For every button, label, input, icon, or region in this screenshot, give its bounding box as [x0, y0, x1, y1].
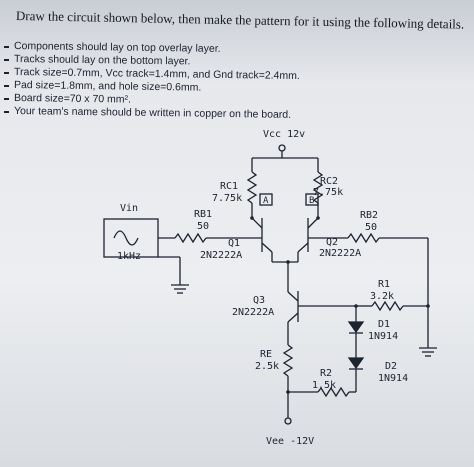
d2-part: 1N914 — [378, 373, 408, 384]
r1-resistor — [371, 300, 404, 312]
r2-resistor — [317, 386, 350, 398]
re-value: 2.5k — [255, 361, 279, 372]
source-frequency: 1kHz — [117, 251, 141, 262]
vee-terminal — [284, 417, 292, 425]
rb2-resistor — [347, 232, 380, 244]
r2-name: R2 — [320, 368, 332, 379]
rb1-value: 50 — [197, 221, 209, 232]
r2-value: 1.5k — [312, 380, 336, 391]
d1-diode — [347, 321, 365, 334]
bullet-dash — [4, 85, 9, 87]
bullet-dash — [4, 72, 9, 74]
d2-name: D2 — [385, 361, 397, 372]
rb2-value: 50 — [365, 222, 377, 233]
r1-name: R1 — [378, 279, 390, 290]
rb1-name: RB1 — [194, 209, 212, 220]
sine-icon — [113, 230, 139, 246]
probe-b-box — [305, 193, 319, 206]
q3-part: 2N2222A — [232, 307, 274, 318]
rc1-name: RC1 — [220, 181, 238, 192]
vcc-terminal — [278, 144, 286, 152]
bullet-dash — [4, 46, 9, 48]
rc2-name: RC2 — [320, 176, 338, 187]
q2-part: 2N2222A — [319, 248, 361, 259]
q3-name: Q3 — [253, 295, 265, 306]
d1-name: D1 — [378, 319, 390, 330]
rc1-resistor — [246, 171, 258, 204]
probe-a-box — [259, 193, 273, 206]
rb2-name: RB2 — [360, 210, 378, 221]
probe-a-label: A — [263, 196, 269, 206]
q1-name: Q1 — [228, 238, 240, 249]
r1-value: 3.2k — [370, 291, 394, 302]
rc2-resistor — [312, 171, 324, 204]
q1-part: 2N2222A — [200, 250, 242, 261]
re-resistor — [282, 344, 294, 377]
re-name: RE — [260, 349, 272, 360]
bullet-dash — [4, 59, 9, 61]
d2-diode — [347, 357, 365, 370]
rc2-value: 7.75k — [313, 187, 343, 198]
vin-label: Vin — [120, 203, 138, 214]
bullet-dash — [4, 111, 9, 113]
q2-name: Q2 — [326, 237, 338, 248]
rc1-value: 7.75k — [212, 193, 242, 204]
rb1-resistor — [174, 232, 207, 244]
probe-b-label: B — [309, 196, 314, 206]
vee-label: Vee -12V — [266, 436, 314, 447]
d1-part: 1N914 — [368, 331, 398, 342]
vcc-label: Vcc 12v — [263, 129, 305, 140]
bullet-dash — [4, 98, 9, 100]
